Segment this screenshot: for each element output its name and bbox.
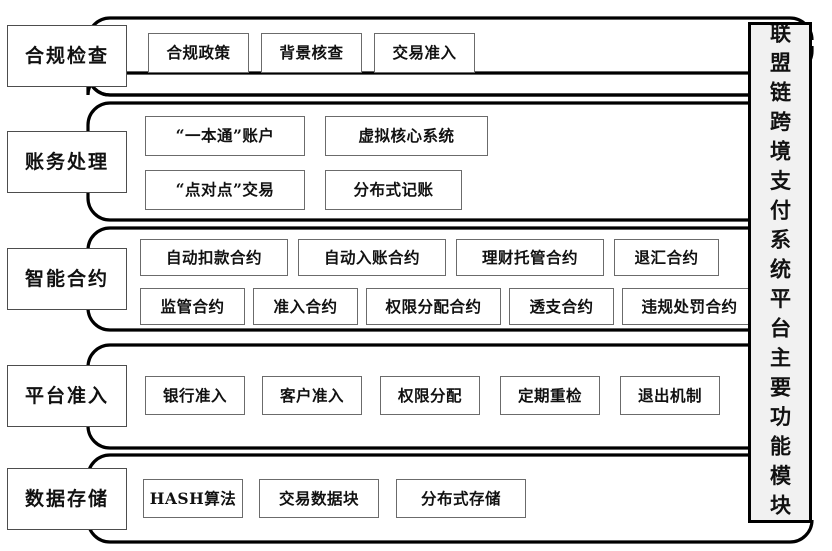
item-box[interactable]: 权限分配合约 [366,288,501,325]
item-label: 权限分配 [397,385,462,405]
item-label: 自动入账合约 [323,247,420,267]
item-box[interactable]: 权限分配 [380,376,480,415]
item-box[interactable]: 监管合约 [140,288,245,325]
item-box[interactable]: 自动扣款合约 [140,239,288,276]
item-box[interactable]: “点对点”交易 [145,170,305,210]
item-label: 监管合约 [160,296,225,316]
item-box[interactable]: 交易数据块 [259,479,379,518]
item-label: 理财托管合约 [481,247,578,267]
item-box[interactable]: 退出机制 [620,376,720,415]
item-label: 虚拟核心系统 [358,126,455,146]
item-label: 银行准入 [162,385,227,405]
item-label: 分布式记账 [353,180,434,200]
category-box-compliance[interactable]: 合规检查 [7,25,127,87]
item-box[interactable]: 客户准入 [262,376,362,415]
item-label: 合规政策 [166,43,231,63]
item-label: 退出机制 [637,385,702,405]
category-box-data-storage[interactable]: 数据存储 [7,468,127,530]
item-label: 权限分配合约 [385,296,482,316]
category-label: 平台准入 [24,384,109,407]
category-label: 数据存储 [24,487,109,510]
item-label: HASH算法 [149,488,237,508]
category-label: 智能合约 [24,267,109,290]
item-box[interactable]: HASH算法 [143,479,243,518]
item-box[interactable]: 准入合约 [253,288,358,325]
item-box[interactable]: “一本通”账户 [145,116,305,156]
item-box[interactable]: 理财托管合约 [456,239,604,276]
item-label: 背景核查 [279,43,344,63]
item-label: 交易数据块 [278,488,359,508]
item-label: 准入合约 [273,296,338,316]
item-box[interactable]: 自动入账合约 [298,239,446,276]
item-label: “一本通”账户 [175,126,275,146]
item-label: 交易准入 [392,43,457,63]
item-box[interactable]: 分布式记账 [325,170,462,210]
item-box[interactable]: 定期重检 [500,376,600,415]
item-label: 定期重检 [517,385,582,405]
item-box[interactable]: 退汇合约 [614,239,719,276]
group-outline-accounting [86,101,812,222]
item-label: 退汇合约 [634,247,699,267]
category-label: 合规检查 [24,44,109,67]
item-box[interactable]: 银行准入 [145,376,245,415]
item-box[interactable]: 分布式存储 [396,479,526,518]
item-label: 透支合约 [529,296,594,316]
item-box[interactable]: 透支合约 [509,288,614,325]
category-box-accounting[interactable]: 账务处理 [7,131,127,193]
category-label: 账务处理 [24,150,109,173]
item-label: 违规处罚合约 [641,296,738,316]
vertical-title-text: 联盟链跨境支付系统平台主要功能模块 [767,22,793,523]
item-box[interactable]: 交易准入 [374,33,475,73]
category-box-platform-access[interactable]: 平台准入 [7,365,127,427]
item-label: 客户准入 [279,385,344,405]
item-box[interactable]: 合规政策 [148,33,249,73]
item-box[interactable]: 违规处罚合约 [622,288,757,325]
item-label: 自动扣款合约 [165,247,262,267]
vertical-title-bar: 联盟链跨境支付系统平台主要功能模块 [748,22,812,523]
category-box-smart-contract[interactable]: 智能合约 [7,248,127,310]
item-box[interactable]: 背景核查 [261,33,362,73]
item-label: 分布式存储 [420,488,501,508]
item-box[interactable]: 虚拟核心系统 [325,116,488,156]
item-label: “点对点”交易 [175,180,275,200]
